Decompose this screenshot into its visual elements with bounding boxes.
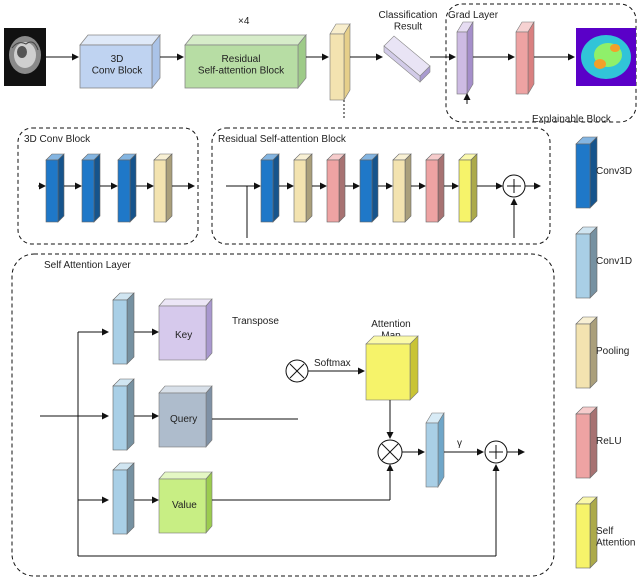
- transpose-label: Transpose: [232, 316, 279, 327]
- residual-panel-title: Residual Self-attention Block: [218, 134, 347, 145]
- key-conv1d-layer: [112, 292, 135, 365]
- legend-swatch-4: [575, 496, 598, 569]
- res-conv3d-2: [359, 153, 379, 223]
- query-label: Query: [170, 414, 197, 425]
- self-attention-panel: [11, 253, 555, 577]
- res-pooling-1: [293, 153, 313, 223]
- residual-block-panel: [211, 127, 551, 245]
- conv-panel-conv3d-2: [81, 153, 101, 223]
- gamma-label: γ: [457, 438, 462, 449]
- value-label: Value: [172, 500, 197, 511]
- res-pooling-2: [392, 153, 412, 223]
- res-self-attention: [458, 153, 478, 223]
- conv-panel-pooling: [153, 153, 173, 223]
- key-box: Key: [158, 298, 213, 361]
- value-box: Value: [158, 471, 213, 534]
- legend-label-0: Conv3D: [596, 166, 632, 177]
- output-add-node: [484, 440, 508, 464]
- query-box: Query: [158, 385, 213, 448]
- explainable-block-label: Explainable Block: [532, 114, 612, 125]
- legend-label-1: Conv1D: [596, 256, 632, 267]
- grad-layer: [456, 20, 474, 96]
- output-multiply-node: [377, 439, 403, 465]
- conv-block-panel-title: 3D Conv Block: [24, 134, 91, 145]
- brain-mri-input: [4, 28, 46, 86]
- value-conv1d-layer: [112, 462, 135, 535]
- self-attention-panel-title: Self Attention Layer: [44, 260, 131, 271]
- output-conv1d-layer: [425, 411, 445, 489]
- res-relu-1: [326, 153, 346, 223]
- residual-add-node: [502, 174, 526, 198]
- legend-swatch-3: [575, 406, 598, 479]
- softmax-multiply-node: [285, 359, 309, 383]
- res-relu-2: [425, 153, 445, 223]
- top-pooling-layer: [329, 22, 351, 102]
- legend-swatch-1: [575, 226, 598, 299]
- grad-layer-label: Grad Layer: [448, 10, 499, 21]
- attention-map: [365, 335, 419, 401]
- key-label: Key: [175, 330, 192, 341]
- res-conv3d-1: [260, 153, 280, 223]
- conv-panel-conv3d-3: [117, 153, 137, 223]
- legend-swatch-0: [575, 136, 598, 209]
- top-relu-layer: [515, 20, 535, 96]
- repeat-label: ×4: [238, 16, 250, 27]
- legend-swatch-2: [575, 316, 598, 389]
- classification-result-layer: [383, 35, 431, 83]
- conv-block-panel: [17, 127, 199, 245]
- legend-label-3: ReLU: [596, 436, 622, 447]
- legend-label-2: Pooling: [596, 346, 629, 357]
- query-conv1d-layer: [112, 378, 135, 451]
- conv-panel-conv3d-1: [45, 153, 65, 223]
- softmax-label: Softmax: [314, 358, 351, 369]
- explanation-heatmap: [576, 28, 636, 86]
